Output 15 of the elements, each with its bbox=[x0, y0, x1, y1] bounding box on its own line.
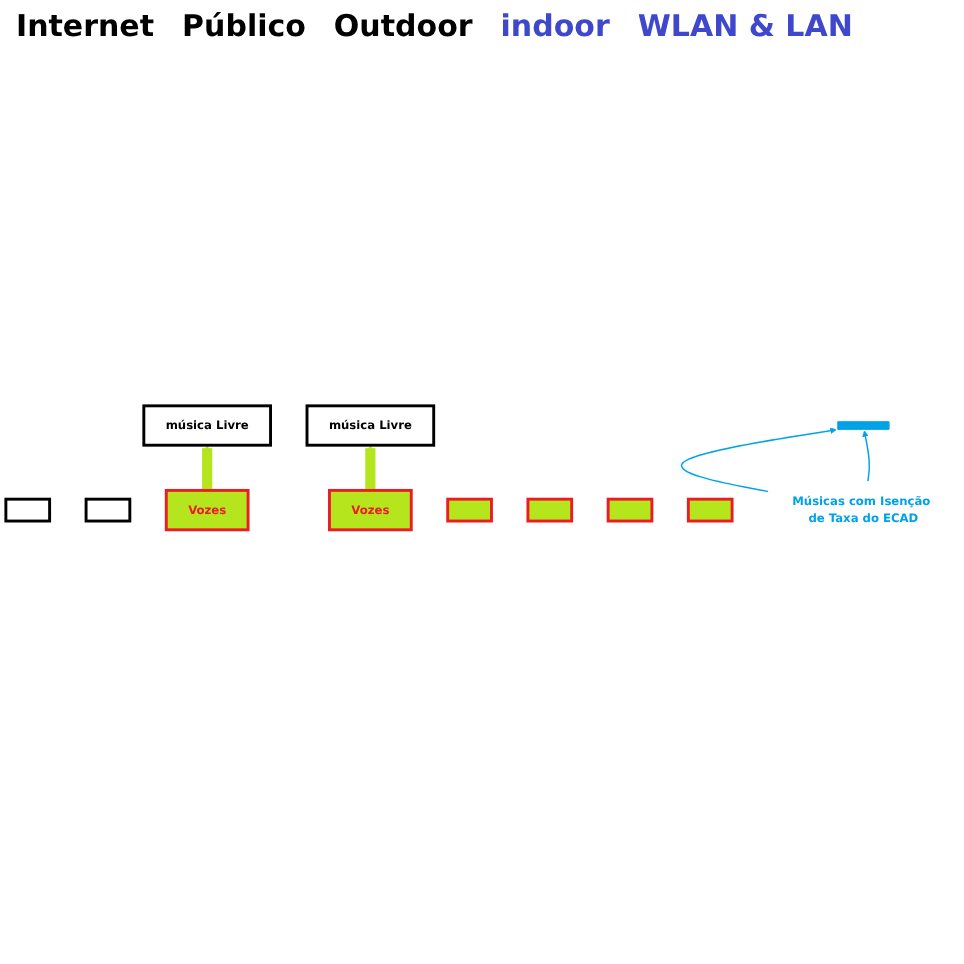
node-box bbox=[84, 497, 132, 523]
node-box bbox=[526, 497, 574, 523]
arrow bbox=[365, 444, 376, 491]
arrow bbox=[680, 427, 837, 493]
text-label: indoor bbox=[500, 8, 610, 44]
text-label: Internet bbox=[16, 8, 155, 44]
text-label: Público bbox=[182, 8, 306, 44]
node-box bbox=[686, 497, 734, 523]
node-box bbox=[4, 497, 52, 523]
arrow bbox=[202, 444, 213, 491]
text-label: WLAN & LAN bbox=[637, 8, 853, 44]
node-box bbox=[446, 497, 493, 523]
node-box bbox=[606, 497, 654, 523]
text-label: Outdoor bbox=[333, 8, 473, 44]
arrow bbox=[862, 430, 871, 483]
